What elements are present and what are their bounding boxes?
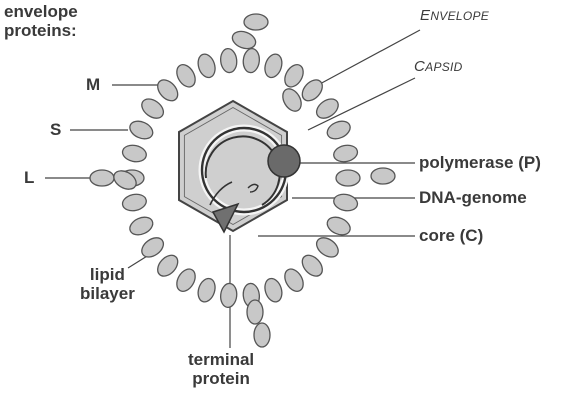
envelope-bead bbox=[195, 276, 218, 304]
envelope-label-initial: E bbox=[420, 7, 430, 24]
envelope-bead bbox=[298, 251, 326, 280]
envelope-bead bbox=[262, 52, 285, 80]
envelope-bead bbox=[281, 61, 307, 90]
l-protein-bead bbox=[244, 14, 268, 30]
envelope-bead bbox=[336, 170, 360, 186]
envelope-bead bbox=[173, 61, 199, 90]
envelope-bead bbox=[313, 95, 342, 122]
terminal-protein-line1: terminal bbox=[188, 350, 254, 369]
l-protein-bead bbox=[371, 168, 395, 184]
terminal-protein-label: terminal protein bbox=[188, 350, 254, 388]
envelope-bead bbox=[195, 52, 218, 80]
envelope-bead bbox=[298, 76, 326, 105]
l-protein-label: L bbox=[24, 168, 34, 187]
envelope-bead bbox=[332, 143, 359, 164]
envelope-bead bbox=[242, 48, 260, 74]
dna-genome-label: DNA-genome bbox=[419, 188, 527, 207]
envelope-bead bbox=[219, 48, 237, 74]
envelope-proteins-line2: proteins: bbox=[4, 21, 78, 40]
polymerase-sphere bbox=[268, 145, 300, 177]
envelope-bead bbox=[127, 214, 155, 238]
l-protein-bead bbox=[279, 86, 305, 115]
lipid-bilayer-line2: bilayer bbox=[80, 284, 135, 303]
capsid-label: CAPSID bbox=[414, 58, 463, 75]
envelope-bead bbox=[173, 266, 199, 295]
envelope-bead bbox=[332, 192, 359, 213]
core-label: core (C) bbox=[419, 226, 483, 245]
l-protein-bead bbox=[90, 170, 114, 186]
envelope-bead bbox=[324, 118, 352, 142]
l-protein-bead bbox=[254, 323, 270, 347]
envelope-label: ENVELOPE bbox=[420, 7, 489, 24]
envelope-label-rest: NVELOPE bbox=[430, 9, 489, 23]
l-protein-bead bbox=[230, 28, 258, 51]
m-protein-label: M bbox=[86, 75, 100, 94]
envelope-bead bbox=[121, 192, 148, 213]
lipid-bilayer-line1: lipid bbox=[80, 265, 135, 284]
envelope-proteins-line1: envelope bbox=[4, 2, 78, 21]
envelope-bead bbox=[138, 234, 167, 261]
envelope-bead bbox=[281, 266, 307, 295]
s-protein-label: S bbox=[50, 120, 61, 139]
envelope-bead bbox=[313, 234, 342, 261]
capsid-label-initial: C bbox=[414, 58, 425, 75]
polymerase-label: polymerase (P) bbox=[419, 153, 541, 172]
envelope-bead bbox=[121, 143, 148, 164]
capsid-label-rest: APSID bbox=[425, 60, 463, 74]
l-protein-bead bbox=[247, 300, 263, 324]
envelope-bead bbox=[127, 118, 155, 142]
envelope-bead bbox=[154, 76, 182, 105]
terminal-protein-line2: protein bbox=[188, 369, 254, 388]
envelope-leader-line bbox=[318, 30, 420, 85]
envelope-bead bbox=[138, 95, 167, 122]
envelope-proteins-label: envelope proteins: bbox=[4, 2, 78, 40]
lipid-bilayer-label: lipid bilayer bbox=[80, 265, 135, 303]
envelope-bead bbox=[154, 251, 182, 280]
envelope-bead bbox=[219, 283, 237, 309]
envelope-bead bbox=[324, 214, 352, 238]
envelope-bead bbox=[262, 276, 285, 304]
